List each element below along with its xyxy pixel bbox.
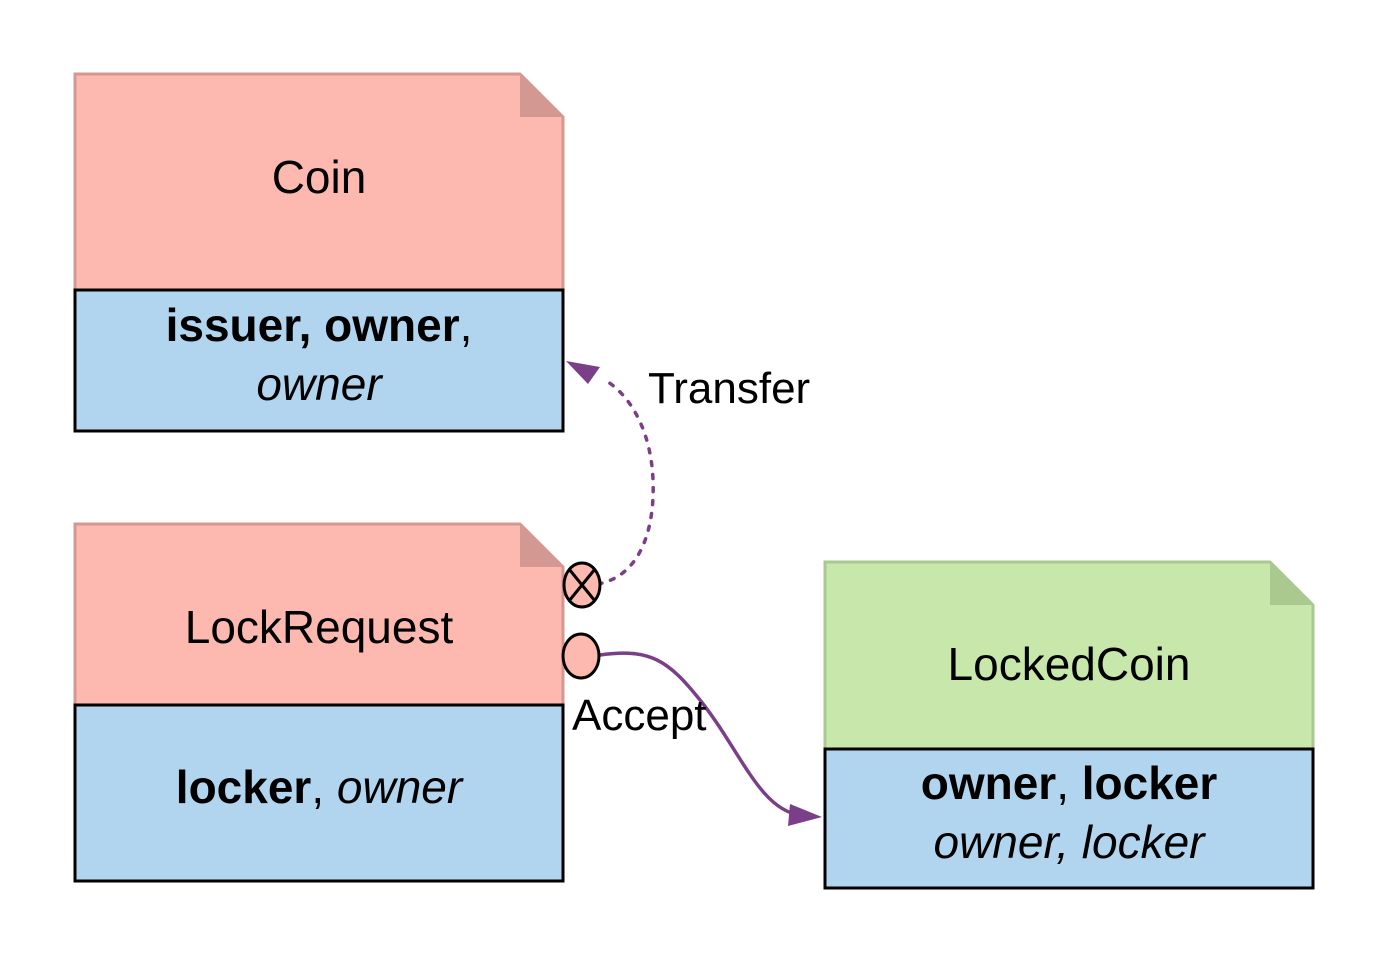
- coin-fields-box: [73, 288, 565, 433]
- accept-label: Accept: [572, 691, 707, 740]
- transfer-edge[interactable]: Transfer: [562, 361, 810, 609]
- accept-arrowhead: [788, 804, 822, 826]
- transfer-connector: [596, 378, 655, 586]
- locked-coin-signatory-locker: locker: [1082, 757, 1218, 809]
- lock-request-title: LockRequest: [185, 601, 454, 653]
- transfer-arrowhead: [566, 361, 600, 384]
- transfer-label: Transfer: [648, 364, 810, 413]
- locked-coin-fields-line2: owner, locker: [933, 816, 1206, 868]
- accept-connector: [599, 651, 801, 817]
- lock-request-fields-box: [73, 703, 565, 883]
- coin-fields-comma: ,: [460, 299, 473, 351]
- coin-signatories: issuer, owner: [166, 299, 460, 351]
- transfer-consuming-choice-icon[interactable]: [562, 561, 602, 609]
- lock-request-fields-comma: ,: [311, 761, 337, 813]
- locked-coin-signatory-owner: owner: [921, 757, 1057, 809]
- locked-coin-fields-box: [823, 747, 1315, 890]
- coin-node[interactable]: Coin issuer, owner, owner: [73, 72, 565, 433]
- locked-coin-header: [823, 560, 1315, 751]
- coin-header: [73, 72, 565, 292]
- coin-fields-line1: issuer, owner,: [166, 299, 473, 351]
- locked-coin-title: LockedCoin: [948, 638, 1191, 690]
- lock-request-header: [73, 522, 565, 707]
- lock-request-fields-line1: locker, owner: [176, 761, 464, 813]
- locked-coin-fields-line1: owner, locker: [921, 757, 1218, 809]
- coin-title: Coin: [272, 151, 367, 203]
- coin-fold-corner: [520, 74, 563, 117]
- lock-request-node[interactable]: LockRequest locker, owner: [73, 522, 565, 883]
- locked-coin-fold-corner: [1270, 562, 1313, 605]
- lock-request-fold-corner: [520, 524, 563, 567]
- accept-edge[interactable]: Accept: [561, 632, 822, 826]
- lock-request-signatory: locker: [176, 761, 312, 813]
- lock-request-observer: owner: [337, 761, 464, 813]
- accept-choice-icon[interactable]: [561, 632, 601, 680]
- locked-coin-fields-comma: ,: [1056, 757, 1082, 809]
- locked-coin-node[interactable]: LockedCoin owner, locker owner, locker: [823, 560, 1315, 890]
- coin-fields-line2: owner: [256, 358, 383, 410]
